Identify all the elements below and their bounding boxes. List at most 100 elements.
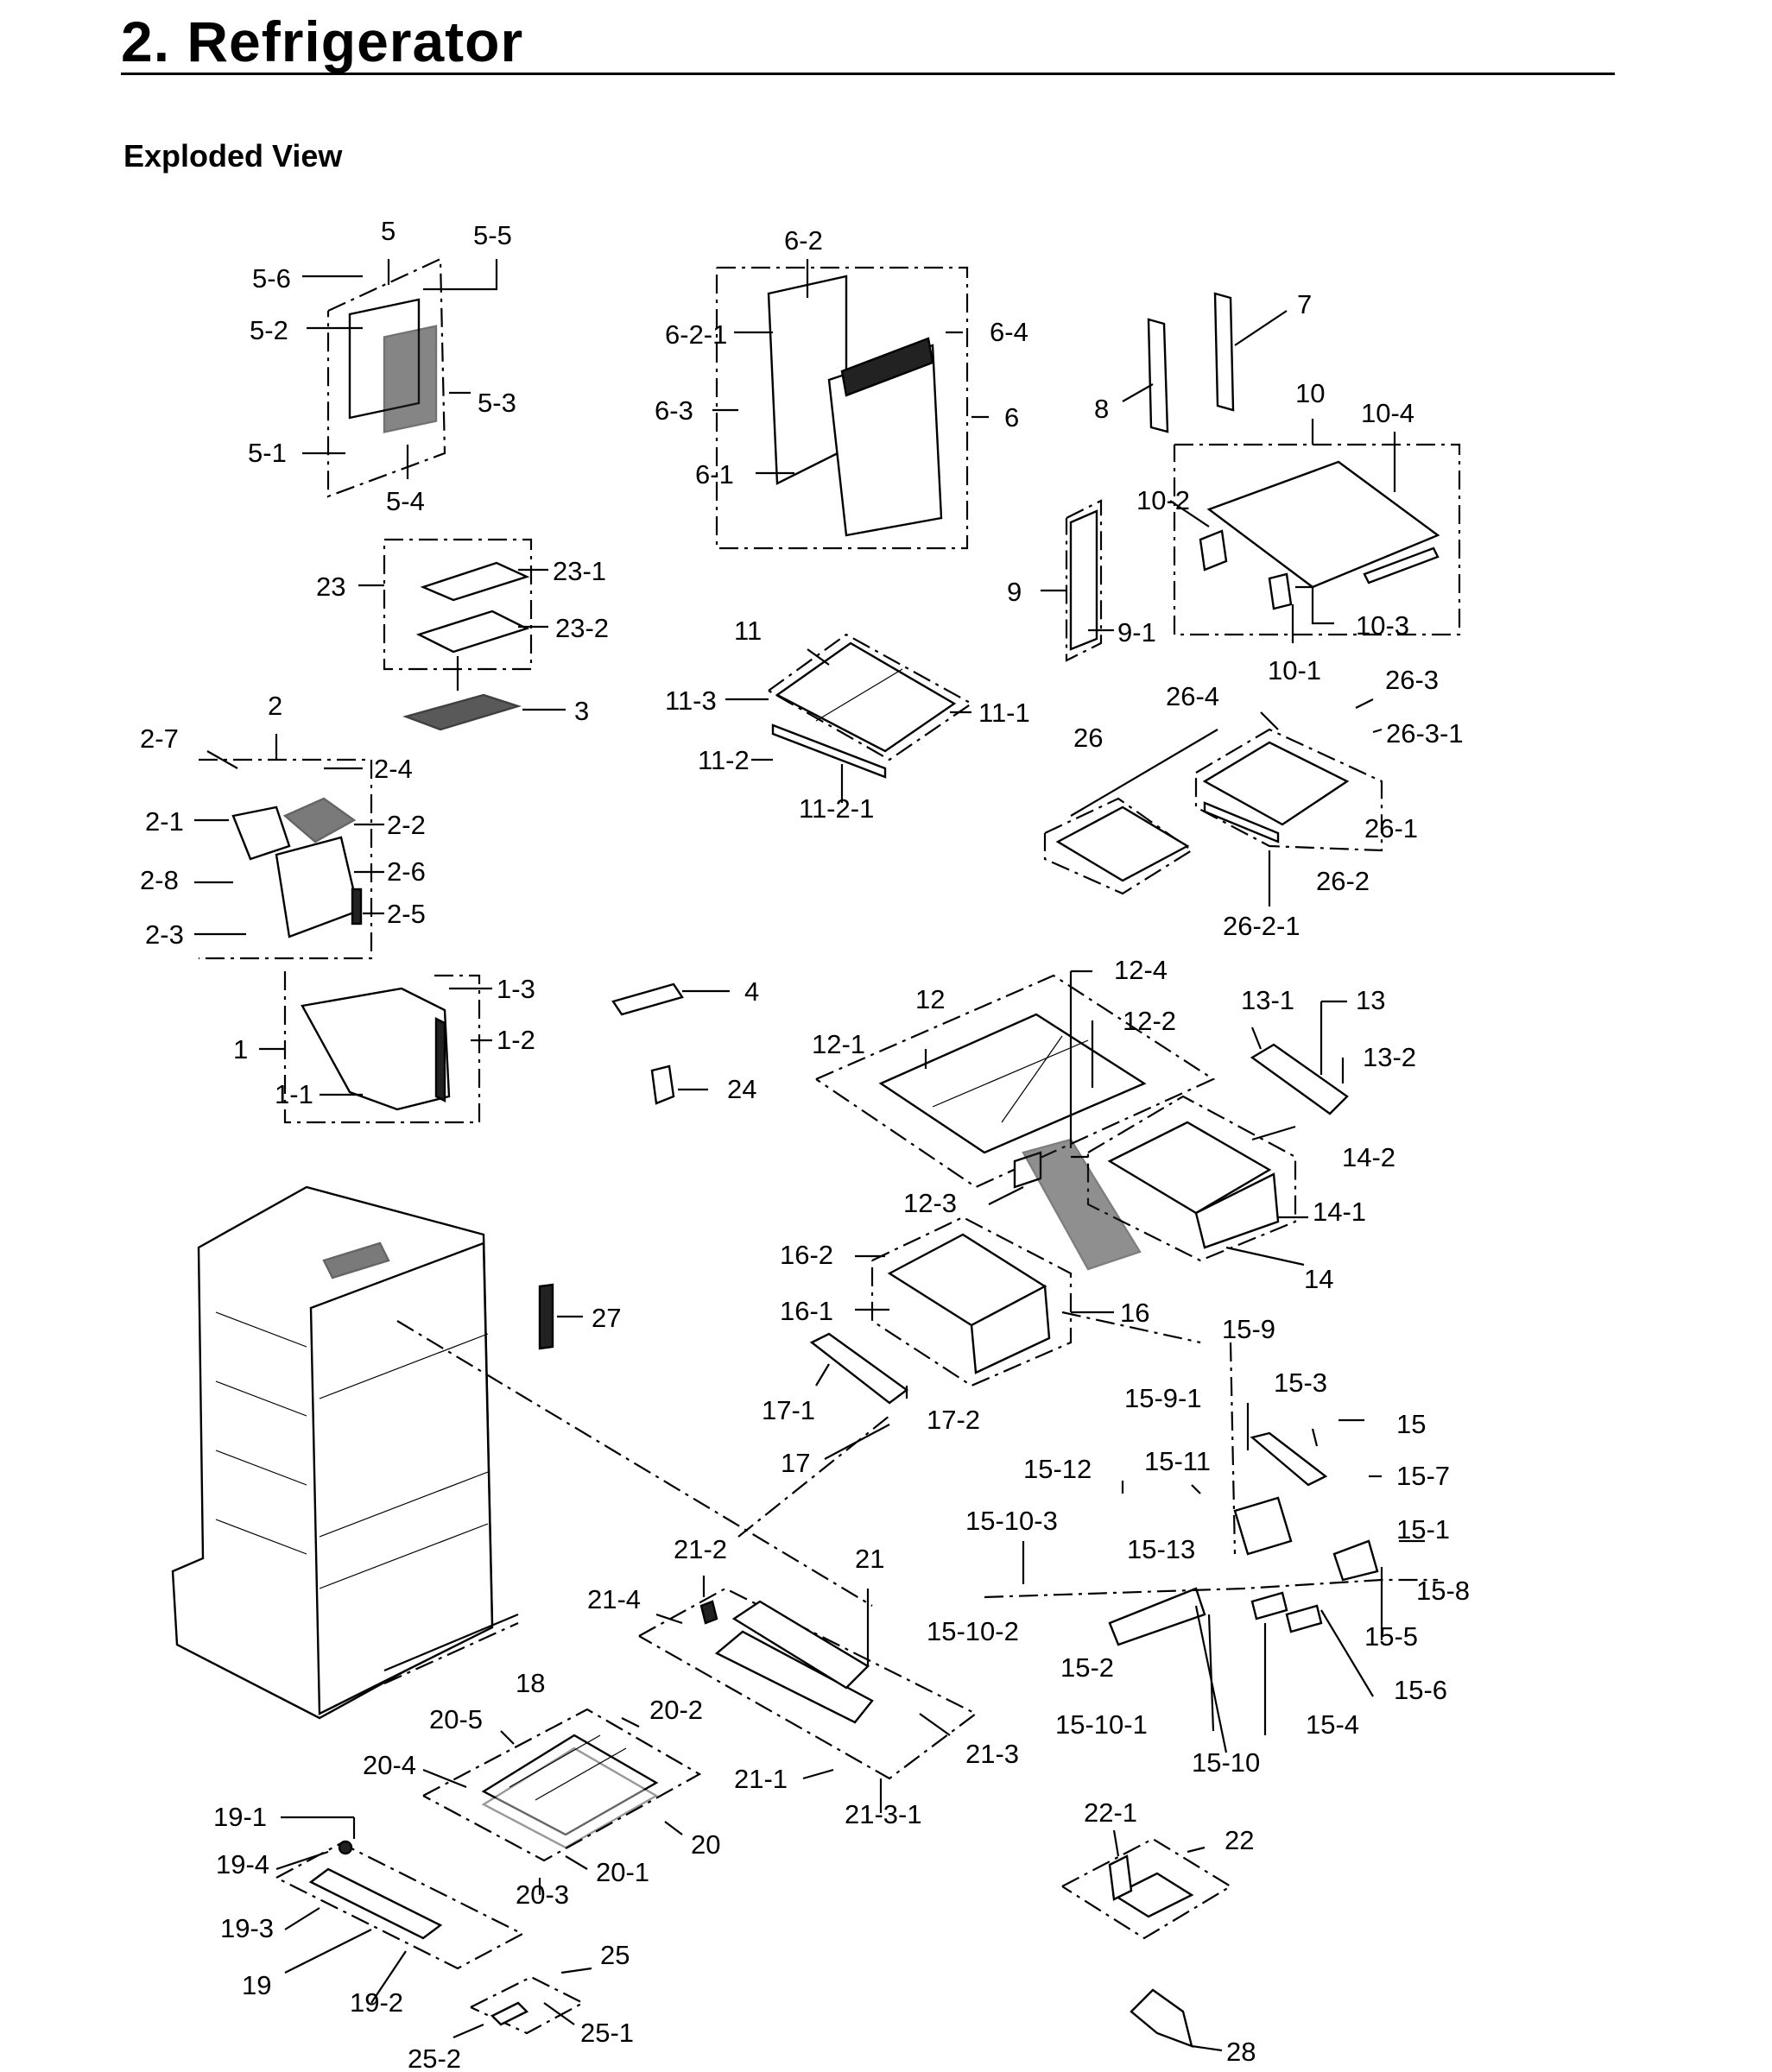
part-group-2	[194, 734, 384, 960]
label-14: 14	[1304, 1264, 1333, 1294]
label-6-2-1: 6-2-1	[665, 319, 727, 350]
part-group-23	[358, 538, 566, 731]
label-3: 3	[574, 696, 589, 726]
label-28: 28	[1226, 2037, 1256, 2067]
label-20: 20	[691, 1829, 720, 1860]
part-group-19	[275, 1816, 525, 2004]
label-15-7: 15-7	[1396, 1461, 1450, 1491]
part-group-6	[712, 259, 989, 550]
label-26-2: 26-2	[1316, 866, 1370, 896]
label-15-10-1: 15-10-1	[1055, 1709, 1148, 1740]
part-group-21	[638, 1576, 978, 1813]
label-5-3: 5-3	[478, 388, 516, 418]
label-19-1: 19-1	[213, 1802, 267, 1832]
label-27: 27	[592, 1303, 621, 1333]
section-title: Exploded View	[123, 138, 343, 174]
label-21-1: 21-1	[734, 1764, 788, 1794]
label-15-8: 15-8	[1416, 1576, 1470, 1606]
part-group-28	[1130, 1988, 1223, 2052]
cabinet-body	[171, 1185, 583, 1720]
label-20-2: 20-2	[649, 1695, 703, 1725]
label-17: 17	[781, 1448, 810, 1478]
label-15-10-2: 15-10-2	[927, 1616, 1019, 1646]
label-23-2: 23-2	[555, 613, 609, 643]
label-21-4: 21-4	[587, 1584, 641, 1614]
label-26-4: 26-4	[1166, 681, 1219, 711]
label-26-3-1: 26-3-1	[1386, 718, 1464, 749]
part-group-17	[809, 1332, 909, 1460]
label-2-1: 2-1	[145, 806, 184, 837]
label-6-1: 6-1	[695, 459, 734, 490]
label-26-2-1: 26-2-1	[1223, 911, 1301, 941]
callout-labels: 5 5-5 5-6 5-2 5-3 5-1 5-4 6-2 6-2-1 6-4 …	[140, 216, 1470, 2072]
label-2-2: 2-2	[387, 810, 426, 840]
label-20-5: 20-5	[429, 1704, 483, 1734]
label-4: 4	[744, 976, 759, 1007]
label-15-9-1: 15-9-1	[1124, 1383, 1202, 1413]
label-14-1: 14-1	[1313, 1197, 1366, 1227]
label-15-10: 15-10	[1192, 1747, 1260, 1778]
label-9-1: 9-1	[1117, 617, 1156, 648]
label-19-3: 19-3	[220, 1913, 274, 1943]
label-15: 15	[1396, 1409, 1426, 1439]
part-group-7-8-9	[1041, 292, 1288, 662]
label-26: 26	[1073, 723, 1103, 753]
label-15-9: 15-9	[1222, 1314, 1275, 1344]
label-10-4: 10-4	[1361, 398, 1414, 428]
label-13: 13	[1356, 985, 1385, 1015]
label-22: 22	[1225, 1825, 1254, 1855]
label-25-1: 25-1	[580, 2018, 634, 2048]
label-18: 18	[516, 1668, 545, 1698]
part-group-14	[1086, 1095, 1308, 1267]
label-15-5: 15-5	[1364, 1621, 1418, 1652]
label-5: 5	[381, 216, 396, 246]
part-group-13	[1250, 1000, 1349, 1115]
label-12-4: 12-4	[1114, 955, 1168, 985]
label-1-2: 1-2	[497, 1025, 535, 1055]
label-23-1: 23-1	[553, 556, 606, 586]
label-19-4: 19-4	[216, 1849, 269, 1879]
part-group-26	[1043, 698, 1383, 906]
label-9: 9	[1007, 577, 1022, 607]
label-21-3-1: 21-3-1	[845, 1799, 922, 1829]
label-20-3: 20-3	[516, 1879, 569, 1910]
label-1: 1	[233, 1034, 248, 1064]
label-16: 16	[1120, 1298, 1149, 1328]
label-5-5: 5-5	[473, 220, 512, 250]
label-1-3: 1-3	[497, 974, 535, 1004]
label-15-10-3: 15-10-3	[965, 1506, 1058, 1536]
label-11-2-1: 11-2-1	[799, 793, 874, 824]
part-group-10	[1169, 419, 1461, 643]
label-10-1: 10-1	[1268, 655, 1321, 685]
label-1-1: 1-1	[275, 1079, 313, 1109]
part-group-1	[259, 971, 492, 1124]
label-5-6: 5-6	[252, 263, 291, 294]
label-6-3: 6-3	[655, 395, 693, 426]
label-13-1: 13-1	[1241, 985, 1294, 1015]
part-group-20	[383, 1613, 702, 1895]
label-5-2: 5-2	[250, 315, 288, 345]
label-10-2: 10-2	[1136, 485, 1190, 515]
label-7: 7	[1297, 289, 1312, 319]
label-24: 24	[727, 1074, 756, 1104]
label-2-4: 2-4	[374, 754, 413, 784]
label-21-2: 21-2	[674, 1534, 727, 1564]
label-6-2: 6-2	[784, 225, 823, 256]
guide-lines	[383, 1155, 1201, 1685]
part-group-5	[302, 257, 498, 498]
part-group-15	[984, 1342, 1438, 1753]
label-11-3: 11-3	[665, 685, 717, 716]
label-21: 21	[855, 1544, 884, 1574]
label-25: 25	[600, 1940, 630, 1970]
label-8: 8	[1094, 394, 1109, 424]
label-2-6: 2-6	[387, 856, 426, 887]
label-15-13: 15-13	[1127, 1534, 1195, 1564]
label-17-1: 17-1	[762, 1395, 815, 1425]
label-15-11: 15-11	[1144, 1446, 1211, 1476]
label-12: 12	[915, 984, 945, 1014]
label-10-3: 10-3	[1356, 610, 1409, 641]
label-16-1: 16-1	[780, 1296, 833, 1326]
label-15-12: 15-12	[1023, 1454, 1092, 1484]
label-15-3: 15-3	[1274, 1368, 1327, 1398]
